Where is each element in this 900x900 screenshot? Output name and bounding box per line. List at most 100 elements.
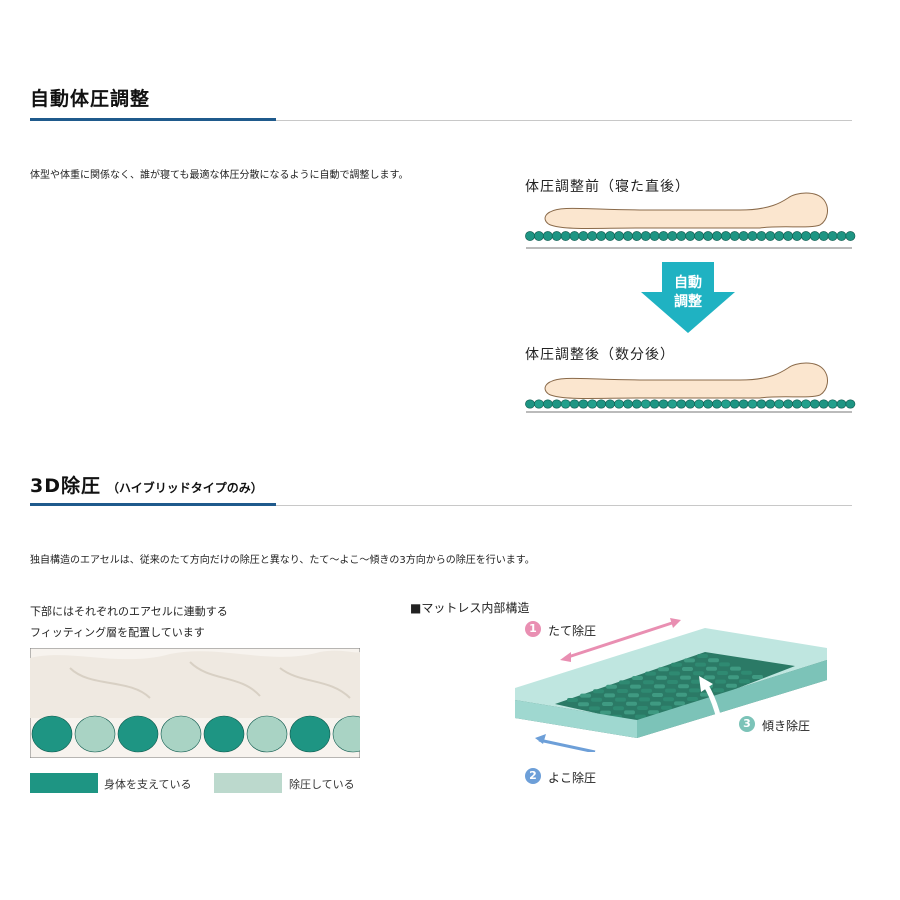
mattress-cell <box>665 688 676 693</box>
mattress-cell <box>600 710 611 715</box>
air-cell <box>623 231 633 241</box>
mattress-cell <box>615 697 626 702</box>
after-label: 体圧調整後（数分後） <box>525 347 675 363</box>
mattress-cell <box>619 680 630 685</box>
section2-title: 3D除圧 （ハイブリッドタイプのみ） <box>30 471 263 498</box>
air-cell <box>783 231 793 241</box>
air-cell <box>203 715 245 753</box>
mattress-cell <box>643 680 654 685</box>
air-cell <box>667 399 678 409</box>
air-cell <box>631 231 642 241</box>
air-cell <box>74 715 116 753</box>
air-cell <box>596 399 607 409</box>
air-cell <box>542 399 553 409</box>
dir2-number: 2 <box>529 769 537 782</box>
before-label: 体圧調整前（寝た直後） <box>525 179 690 195</box>
air-cell <box>836 231 847 241</box>
air-cell <box>711 399 722 409</box>
air-cell <box>289 715 331 753</box>
air-cell <box>640 399 651 409</box>
air-cell <box>836 399 847 409</box>
air-cell <box>525 231 535 241</box>
air-cell <box>792 399 802 409</box>
mattress-cell <box>648 710 659 715</box>
dir1-number: 1 <box>529 622 537 635</box>
adjust-arrow <box>641 262 735 333</box>
mattress-cell <box>635 714 646 719</box>
air-cell <box>800 231 811 241</box>
air-cell <box>631 399 642 409</box>
air-cell <box>578 231 589 241</box>
air-cell <box>845 399 856 409</box>
air-cell <box>614 399 624 409</box>
air-cell <box>738 399 749 409</box>
air-cell <box>756 399 767 409</box>
air-cell <box>649 399 660 409</box>
air-cell <box>525 399 535 409</box>
air-cell <box>640 231 651 241</box>
air-cell <box>747 399 758 409</box>
mattress-cell <box>676 692 687 697</box>
mattress-cell <box>667 680 678 684</box>
air-cell <box>623 399 633 409</box>
air-cell <box>676 231 687 241</box>
section1-divider <box>30 120 852 121</box>
mattress-cell <box>593 689 604 694</box>
mattress-cell <box>708 658 719 663</box>
air-cell <box>747 231 758 241</box>
mattress-cell <box>695 662 706 667</box>
mattress-cell <box>713 688 724 693</box>
air-cell <box>560 231 571 241</box>
mattress-cell <box>674 701 685 706</box>
air-cell <box>117 715 159 753</box>
mattress-cell <box>697 654 708 658</box>
air-cell <box>551 399 562 409</box>
air-cell <box>711 231 722 241</box>
mattress-cell <box>684 658 695 663</box>
mattress-cell <box>639 697 650 702</box>
section2-divider <box>30 505 852 506</box>
mattress-cell <box>741 670 752 675</box>
structure-label: ■マットレス内部構造 <box>410 601 530 615</box>
air-cell <box>694 231 704 241</box>
air-cell <box>658 231 669 241</box>
mattress-cell <box>654 684 665 689</box>
mattress-cell <box>715 679 726 684</box>
mattress-cell <box>645 671 656 676</box>
mattress-cell <box>687 697 698 701</box>
dir1-badge <box>525 621 541 637</box>
air-cell <box>569 231 580 241</box>
air-cell <box>587 399 598 409</box>
air-cell <box>827 231 838 241</box>
arrow-text-1: 自動 <box>674 275 702 291</box>
section1-accent-bar <box>30 118 276 121</box>
mattress-cell <box>606 684 617 689</box>
air-cell <box>756 231 767 241</box>
mattress-cell <box>630 684 641 689</box>
air-cell <box>560 399 571 409</box>
mattress-cell <box>591 697 602 702</box>
air-cell <box>332 715 360 753</box>
air-cell <box>792 231 802 241</box>
air-cell <box>676 399 687 409</box>
mattress-cell <box>580 693 591 698</box>
air-cell <box>658 399 669 409</box>
air-cell <box>729 231 740 241</box>
fitting-layer-illustration <box>30 648 360 758</box>
mattress-cell <box>656 675 667 680</box>
mattress-cell <box>706 666 717 671</box>
section2-title-main: 3D除圧 <box>30 475 101 497</box>
mattress-cell <box>567 698 578 702</box>
legend-support-swatch <box>30 773 98 793</box>
mattress-cell <box>613 706 624 711</box>
air-cell <box>774 399 785 409</box>
mattress-cell <box>689 688 700 693</box>
legend-relieve-label: 除圧している <box>289 778 355 791</box>
air-cell <box>703 399 713 409</box>
air-cell <box>667 231 678 241</box>
air-cell <box>738 231 749 241</box>
air-cell <box>845 231 856 241</box>
section2-title-sub: （ハイブリッドタイプのみ） <box>107 481 263 495</box>
air-cell <box>694 399 704 409</box>
air-cell <box>533 231 544 241</box>
